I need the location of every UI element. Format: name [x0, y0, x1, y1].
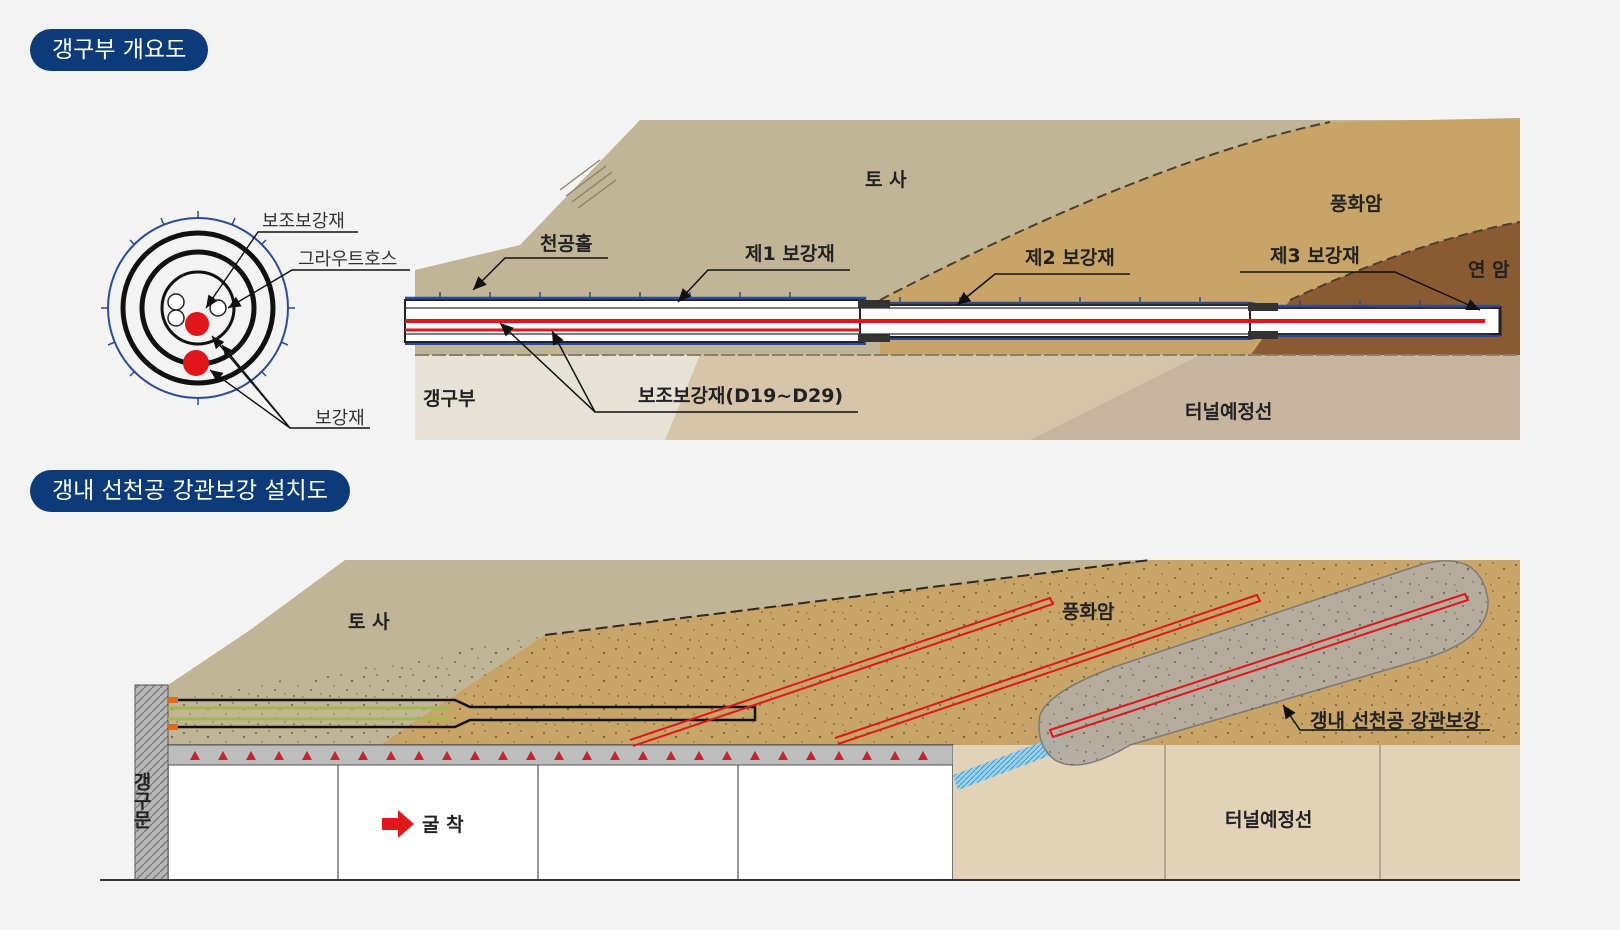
label-weathered-rock-bottom: 풍화암: [1062, 601, 1115, 623]
label-reinforcement-1: 제1 보강재: [745, 243, 835, 265]
label-weathered-rock: 풍화암: [1330, 193, 1383, 215]
excavation-arrow-icon: [382, 810, 414, 838]
label-excavation: 굴 착: [422, 814, 464, 836]
label-reinforcement-3: 제3 보강재: [1270, 245, 1360, 267]
cross-section-reinforcement-outer: [183, 350, 209, 376]
bottom-diagram: 토 사 풍화암 갱내 선천공 강관보강 터널예정선 굴 착 갱구문: [100, 559, 1520, 881]
slope-hatch: [559, 159, 617, 209]
cross-section: [101, 211, 295, 405]
label-grout-hose: 그라우트호스: [298, 249, 397, 270]
support-ticks: [190, 751, 928, 760]
inclined-pipes: [629, 593, 1262, 747]
top-diagram: 토 사 풍화암 연 암 천공홀 제1 보강재 제2 보강재 제3 보강재 갱구부…: [101, 118, 1521, 440]
label-tunnel-line: 터널예정선: [1185, 401, 1272, 423]
portal-wall: [134, 684, 169, 881]
label-soil-bottom: 토 사: [348, 611, 390, 633]
section-title-portal-overview: 갱구부 개요도: [30, 29, 209, 71]
label-portal-zone: 갱구부: [423, 388, 475, 410]
section-title-pipe-installation: 갱내 선천공 강관보강 설치도: [30, 470, 350, 512]
horizontal-pipes: [168, 697, 757, 730]
label-aux-reinforcement: 보조보강재(D19~D29): [638, 385, 843, 407]
label-soil: 토 사: [865, 169, 907, 191]
label-pipe-reinforcement: 갱내 선천공 강관보강: [1310, 710, 1481, 732]
cross-section-reinforcement-inner: [185, 312, 209, 336]
label-reinforcement-section: 보강재: [315, 408, 365, 429]
tunnel-planned-area: [953, 745, 1520, 880]
label-reinforcement-2: 제2 보강재: [1025, 247, 1115, 269]
label-aux-reinforcement-section: 보조보강재: [262, 211, 345, 232]
label-portal-door: 갱구문: [130, 772, 152, 829]
label-tunnel-line-bottom: 터널예정선: [1225, 809, 1312, 831]
label-soft-rock: 연 암: [1468, 259, 1510, 281]
label-drill-hole: 천공홀: [540, 232, 592, 255]
